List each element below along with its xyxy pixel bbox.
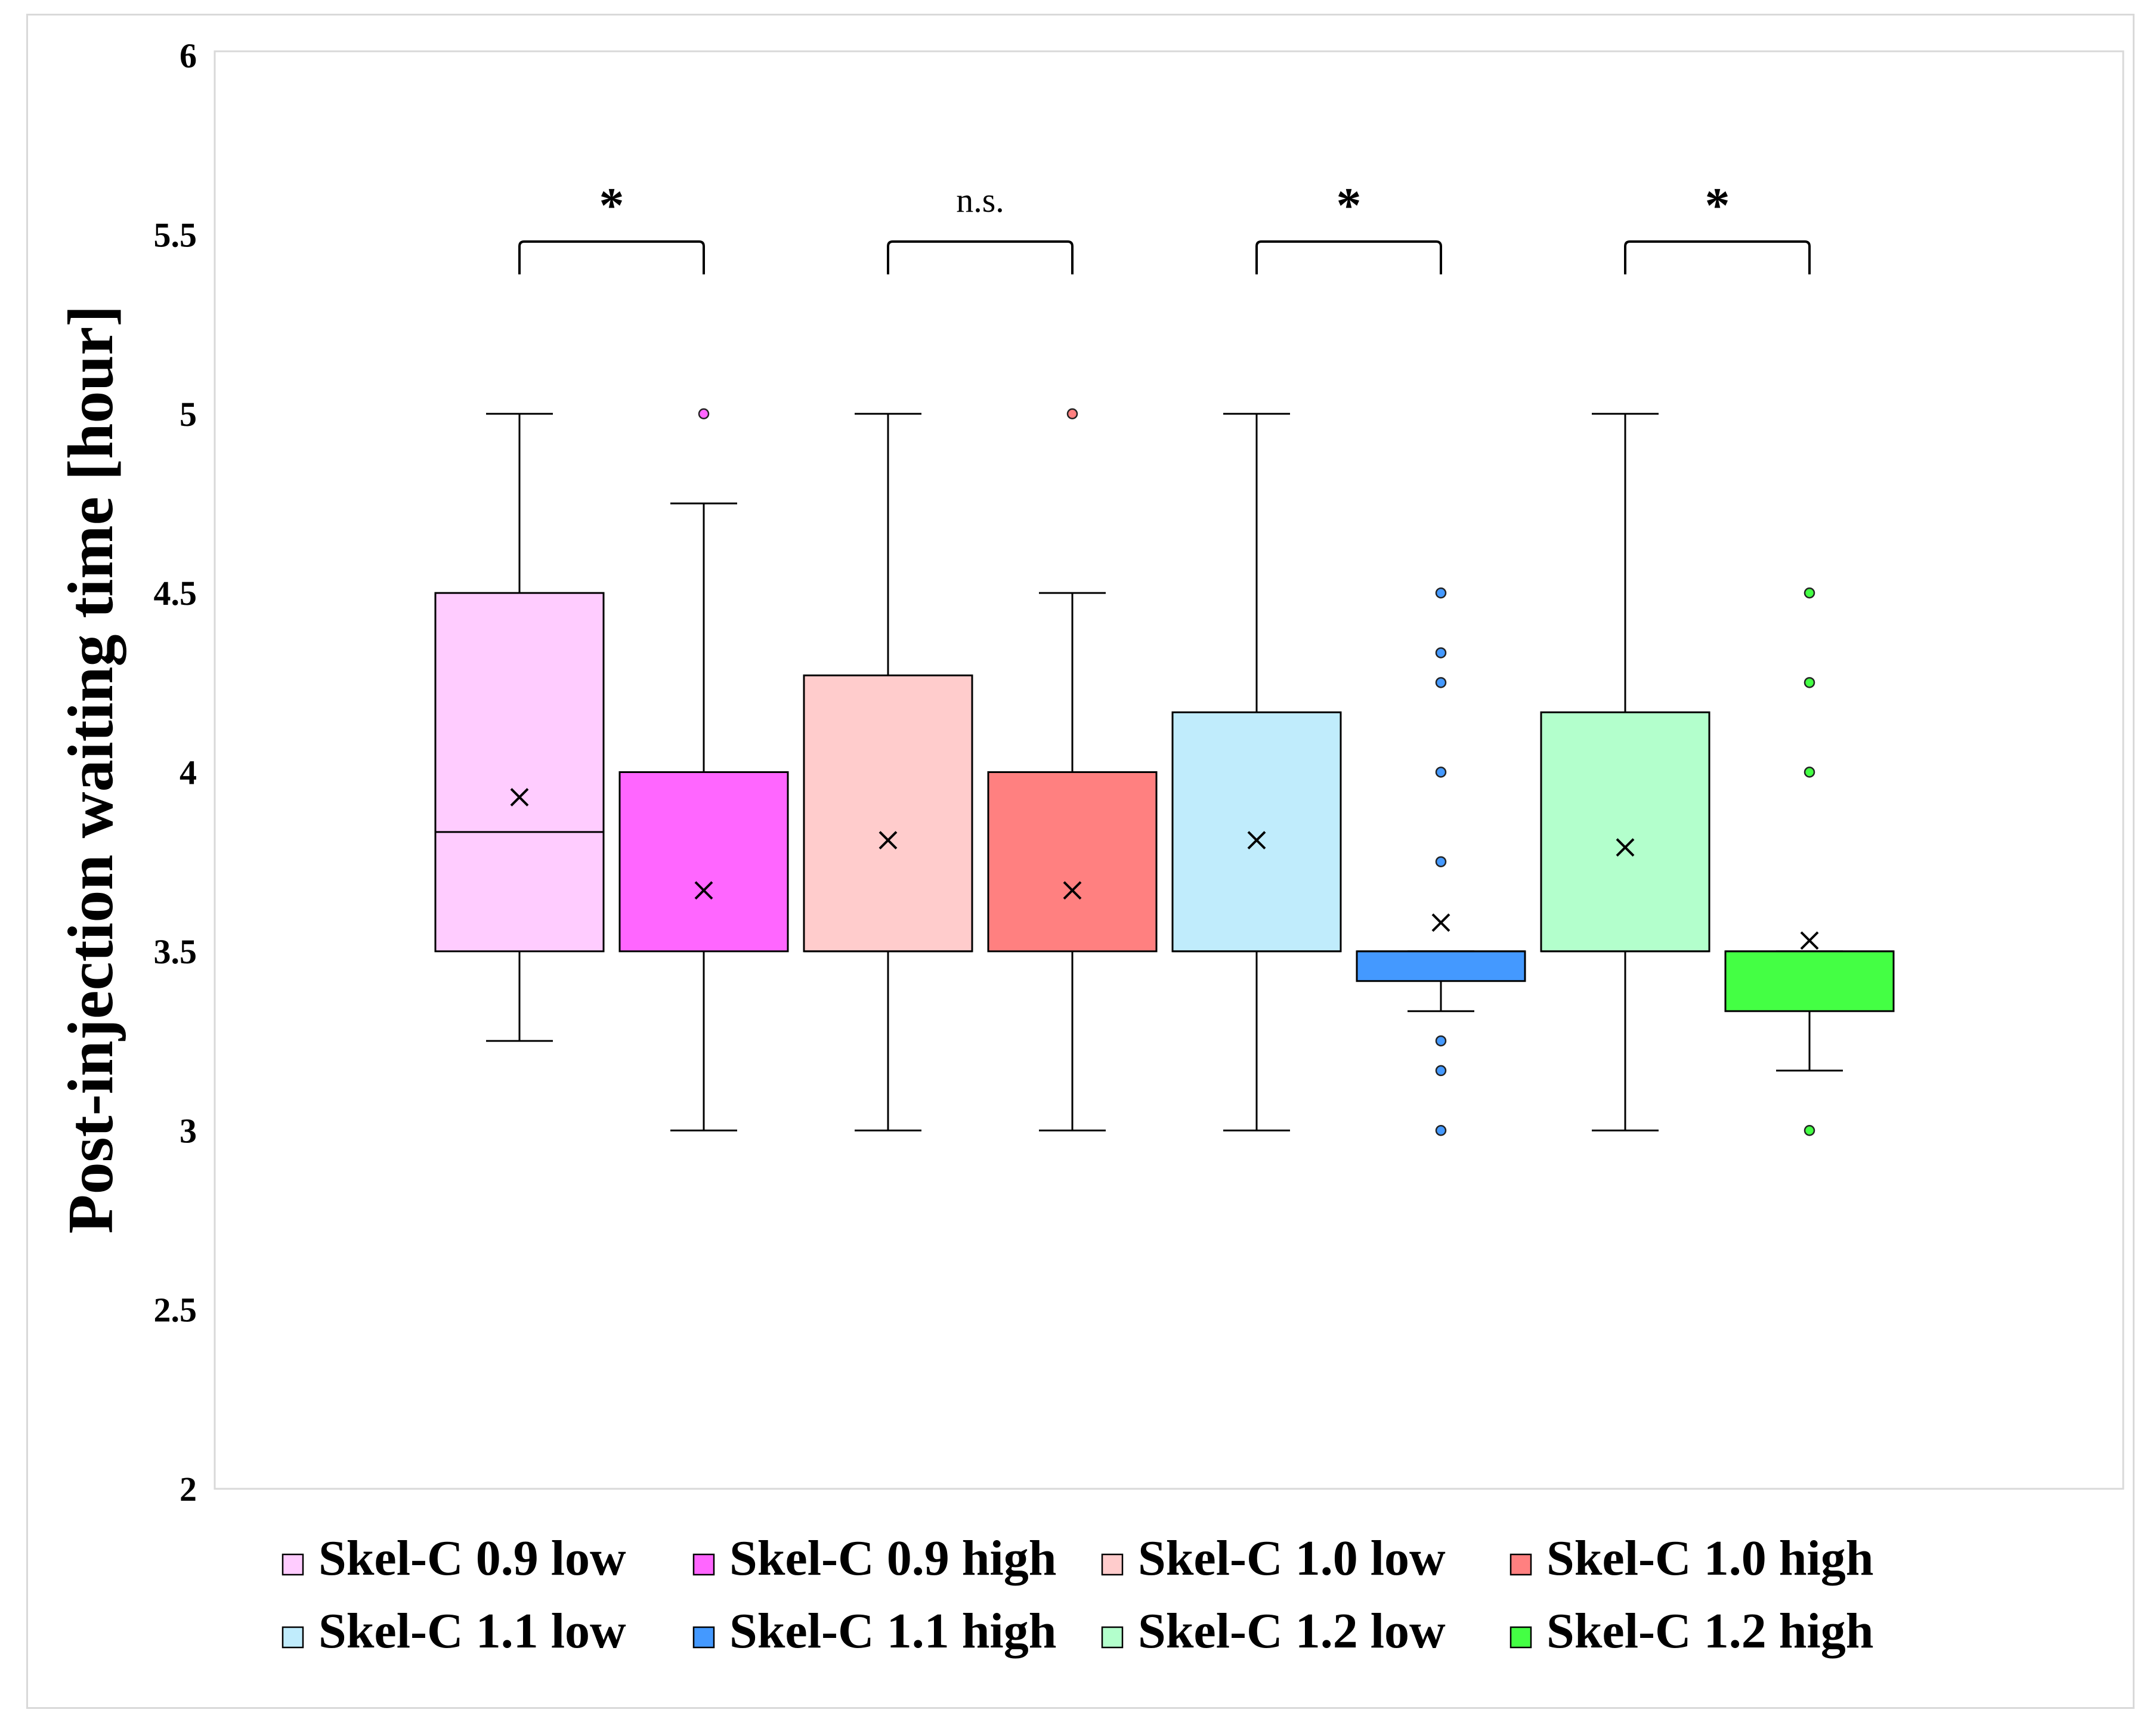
outlier-point: [1435, 1065, 1447, 1077]
legend-swatch: [282, 1626, 304, 1649]
y-tick-label: 5: [180, 395, 197, 434]
significance-label: *: [1705, 178, 1730, 233]
y-axis-ticks: 2 2.5 3 3.5 4 4.5 5 5.5 6: [154, 36, 197, 1508]
outlier-point: [1435, 1125, 1447, 1136]
significance-bracket: [887, 240, 1074, 274]
legend-item: Skel-C 0.9 high: [692, 1531, 1056, 1586]
legend-swatch: [692, 1553, 715, 1576]
legend-item: Skel-C 1.0 high: [1509, 1531, 1873, 1586]
box-rect: [1356, 950, 1526, 982]
outlier-point: [698, 408, 710, 419]
significance-label: n.s.: [956, 181, 1004, 220]
mean-marker: [1063, 881, 1082, 900]
legend-item: Skel-C 1.1 high: [692, 1603, 1056, 1659]
outlier-point: [1435, 766, 1447, 778]
mean-marker: [879, 831, 898, 850]
outlier-point: [1435, 1035, 1447, 1047]
y-axis-title: Post-injection waiting time [hour]: [55, 305, 126, 1234]
outlier-point: [1804, 677, 1815, 688]
mean-marker: [1616, 838, 1635, 857]
box-group: [1356, 587, 1526, 1136]
legend-label: Skel-C 1.2 high: [1546, 1603, 1873, 1659]
y-tick-label: 4.5: [154, 574, 197, 613]
outlier-point: [1435, 856, 1447, 867]
box-rect: [618, 771, 789, 953]
box-rect: [1171, 711, 1342, 953]
significance-label: *: [599, 178, 624, 233]
legend-label: Skel-C 1.1 low: [318, 1603, 626, 1659]
y-tick-label: 3: [180, 1111, 197, 1150]
y-tick-label: 2: [180, 1470, 197, 1508]
legend-swatch: [1509, 1626, 1532, 1649]
legend-label: Skel-C 1.0 low: [1138, 1531, 1446, 1586]
significance-brackets: * n.s. * *: [518, 178, 1811, 274]
significance-bracket: [1624, 240, 1811, 274]
mean-marker: [1247, 831, 1266, 850]
box-group: [434, 413, 605, 1042]
outlier-point: [1435, 587, 1447, 599]
significance-bracket: [518, 240, 705, 274]
significance-bracket: [1255, 240, 1442, 274]
outlier-point: [1804, 587, 1815, 599]
outlier-point: [1804, 766, 1815, 778]
significance-label: *: [1337, 178, 1362, 233]
legend-label: Skel-C 1.2 low: [1138, 1603, 1446, 1659]
box-group: [1540, 413, 1710, 1132]
y-tick-label: 2.5: [154, 1291, 197, 1330]
mean-marker: [1800, 931, 1819, 950]
legend-item: Skel-C 0.9 low: [282, 1531, 626, 1586]
outlier-point: [1066, 408, 1078, 419]
box-rect: [434, 592, 605, 953]
legend-item: Skel-C 1.1 low: [282, 1603, 626, 1659]
mean-marker: [1431, 913, 1450, 932]
legend-label: Skel-C 1.0 high: [1546, 1531, 1873, 1586]
box-group: [1171, 413, 1342, 1132]
legend-label: Skel-C 0.9 low: [318, 1531, 626, 1586]
box-group: [618, 408, 789, 1132]
box-group: [1724, 587, 1895, 1136]
box-rect: [1724, 950, 1895, 1012]
y-tick-label: 5.5: [154, 215, 197, 254]
legend-label: Skel-C 0.9 high: [729, 1531, 1056, 1586]
box-group: [987, 408, 1158, 1132]
legend-swatch: [1509, 1553, 1532, 1576]
legend-item: Skel-C 1.0 low: [1101, 1531, 1446, 1586]
mean-marker: [510, 788, 529, 806]
y-tick-label: 6: [180, 36, 197, 75]
legend: Skel-C 0.9 low Skel-C 0.9 high Skel-C 1.0 …: [282, 1531, 1873, 1659]
box-series: [434, 408, 1895, 1136]
box-rect: [803, 674, 973, 953]
outlier-point: [1435, 677, 1447, 688]
legend-swatch: [1101, 1626, 1124, 1649]
outlier-point: [1435, 647, 1447, 659]
legend-swatch: [1101, 1553, 1124, 1576]
plot-area: [214, 50, 2124, 1490]
mean-marker: [694, 881, 713, 900]
y-tick-label: 3.5: [154, 932, 197, 971]
outlier-point: [1804, 1125, 1815, 1136]
legend-swatch: [282, 1553, 304, 1576]
box-group: [803, 413, 973, 1132]
legend-item: Skel-C 1.2 high: [1509, 1603, 1873, 1659]
legend-item: Skel-C 1.2 low: [1101, 1603, 1446, 1659]
box-rect: [987, 771, 1158, 953]
y-tick-label: 4: [180, 753, 197, 792]
legend-swatch: [692, 1626, 715, 1649]
box-rect: [1540, 711, 1710, 953]
legend-label: Skel-C 1.1 high: [729, 1603, 1056, 1659]
